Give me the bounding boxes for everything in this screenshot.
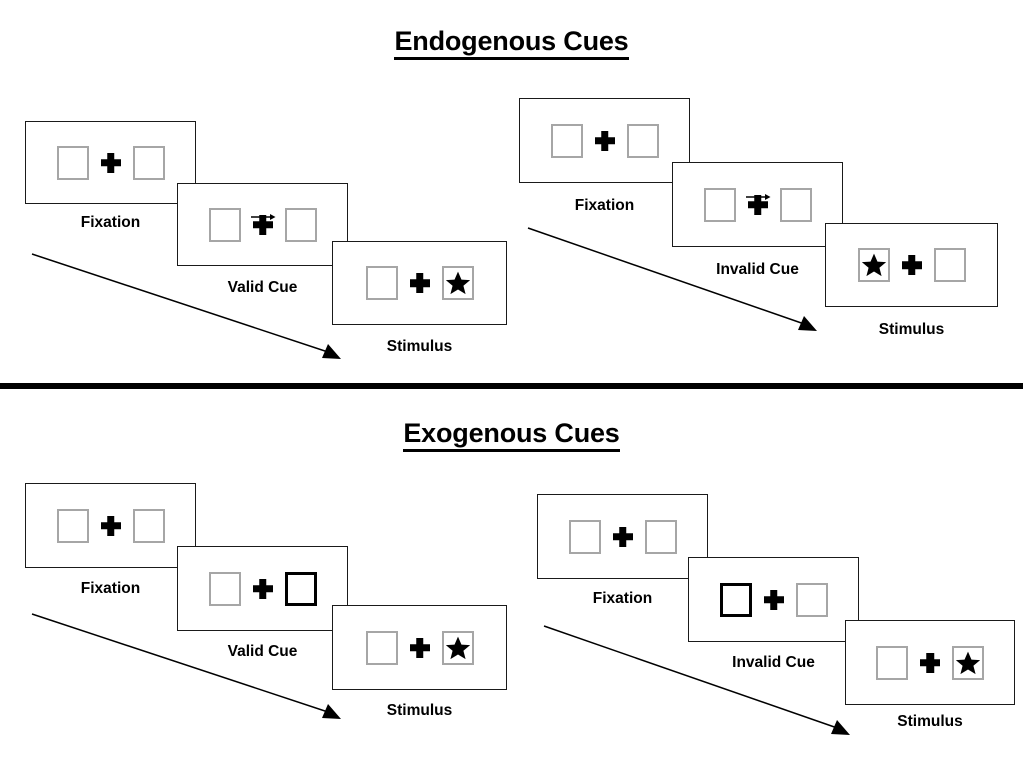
star-icon bbox=[955, 651, 981, 674]
cued-box-right bbox=[284, 571, 317, 606]
panel-exogenous-invalid-stimulus bbox=[845, 620, 1015, 705]
caption-endogenous-invalid-cue: Invalid Cue bbox=[716, 261, 799, 278]
plus-cross-icon bbox=[100, 515, 122, 537]
caption-exogenous-valid-stimulus: Stimulus bbox=[386, 702, 453, 719]
placeholder-box-left bbox=[703, 187, 736, 222]
caption-exogenous-valid-cue: Valid Cue bbox=[227, 643, 298, 660]
fixation-center bbox=[398, 637, 442, 659]
plus-cross-icon bbox=[612, 526, 634, 548]
plus-cross-icon bbox=[409, 272, 431, 294]
placeholder-box-left bbox=[208, 571, 241, 606]
fixation-center bbox=[601, 526, 645, 548]
star-icon bbox=[861, 253, 886, 277]
arrow-right-icon bbox=[745, 193, 770, 200]
placeholder-box-left bbox=[365, 630, 398, 665]
time-arrow-endogenous-valid bbox=[31, 253, 341, 359]
plus-cross-icon bbox=[409, 637, 431, 659]
caption-endogenous-valid-stimulus: Stimulus bbox=[386, 338, 453, 355]
placeholder-box-left bbox=[550, 123, 583, 158]
panel-exogenous-invalid-cue bbox=[688, 557, 859, 642]
caption-exogenous-valid-fixation: Fixation bbox=[80, 580, 141, 597]
panel-exogenous-valid-fixation bbox=[25, 483, 196, 568]
target-box-right bbox=[441, 630, 474, 665]
target-box-right bbox=[952, 645, 984, 680]
plus-cross-icon bbox=[252, 578, 274, 600]
caption-endogenous-invalid-stimulus: Stimulus bbox=[878, 321, 945, 338]
fixation-center bbox=[241, 578, 285, 600]
cued-box-left bbox=[719, 582, 752, 617]
plus-cross-icon bbox=[919, 652, 941, 674]
caption-exogenous-invalid-stimulus: Stimulus bbox=[897, 713, 963, 730]
caption-endogenous-invalid-fixation: Fixation bbox=[574, 197, 635, 214]
fixation-center bbox=[89, 515, 133, 537]
plus-cross-icon bbox=[763, 589, 785, 611]
plus-cross-icon bbox=[594, 130, 616, 152]
panel-endogenous-valid-stimulus bbox=[332, 241, 507, 325]
fixation-center bbox=[752, 589, 796, 611]
section-divider bbox=[0, 383, 1023, 389]
plus-cross-icon bbox=[100, 152, 122, 174]
plus-cross-icon bbox=[901, 254, 923, 276]
fixation-center bbox=[89, 152, 133, 174]
caption-endogenous-valid-fixation: Fixation bbox=[80, 214, 141, 231]
placeholder-box-right bbox=[933, 248, 966, 282]
section-title-endogenous: Endogenous Cues bbox=[0, 26, 1023, 60]
placeholder-box-right bbox=[132, 145, 165, 180]
target-box-right bbox=[441, 266, 474, 300]
section-title-exogenous-text: Exogenous Cues bbox=[403, 418, 620, 452]
fixation-center bbox=[908, 652, 952, 674]
star-icon bbox=[445, 271, 470, 295]
placeholder-box-right bbox=[644, 519, 677, 554]
placeholder-box-left bbox=[56, 145, 89, 180]
placeholder-box-left bbox=[56, 508, 89, 543]
arrow-right-icon bbox=[250, 213, 275, 220]
panel-endogenous-invalid-fixation bbox=[519, 98, 690, 183]
fixation-center bbox=[890, 254, 934, 276]
placeholder-box-right bbox=[132, 508, 165, 543]
section-title-exogenous: Exogenous Cues bbox=[0, 418, 1023, 452]
caption-exogenous-invalid-cue: Invalid Cue bbox=[732, 654, 815, 671]
star-icon bbox=[445, 636, 470, 659]
cue-center bbox=[241, 213, 285, 236]
placeholder-box-right bbox=[284, 207, 317, 242]
placeholder-box-left bbox=[568, 519, 601, 554]
cue-center bbox=[736, 193, 780, 216]
caption-endogenous-valid-cue: Valid Cue bbox=[227, 279, 298, 296]
fixation-center bbox=[398, 272, 442, 294]
panel-exogenous-valid-cue bbox=[177, 546, 348, 631]
fixation-center bbox=[583, 130, 627, 152]
placeholder-box-left bbox=[365, 266, 398, 300]
placeholder-box-left bbox=[208, 207, 241, 242]
panel-endogenous-valid-cue bbox=[177, 183, 348, 266]
placeholder-box-right bbox=[779, 187, 812, 222]
placeholder-box-left bbox=[876, 645, 908, 680]
placeholder-box-right bbox=[626, 123, 659, 158]
panel-exogenous-invalid-fixation bbox=[537, 494, 708, 579]
panel-endogenous-invalid-stimulus bbox=[825, 223, 998, 307]
section-title-endogenous-text: Endogenous Cues bbox=[394, 26, 629, 60]
panel-exogenous-valid-stimulus bbox=[332, 605, 507, 690]
panel-endogenous-invalid-cue bbox=[672, 162, 843, 247]
placeholder-box-right bbox=[795, 582, 828, 617]
caption-exogenous-invalid-fixation: Fixation bbox=[592, 590, 653, 607]
panel-endogenous-valid-fixation bbox=[25, 121, 196, 204]
target-box-left bbox=[857, 248, 890, 282]
